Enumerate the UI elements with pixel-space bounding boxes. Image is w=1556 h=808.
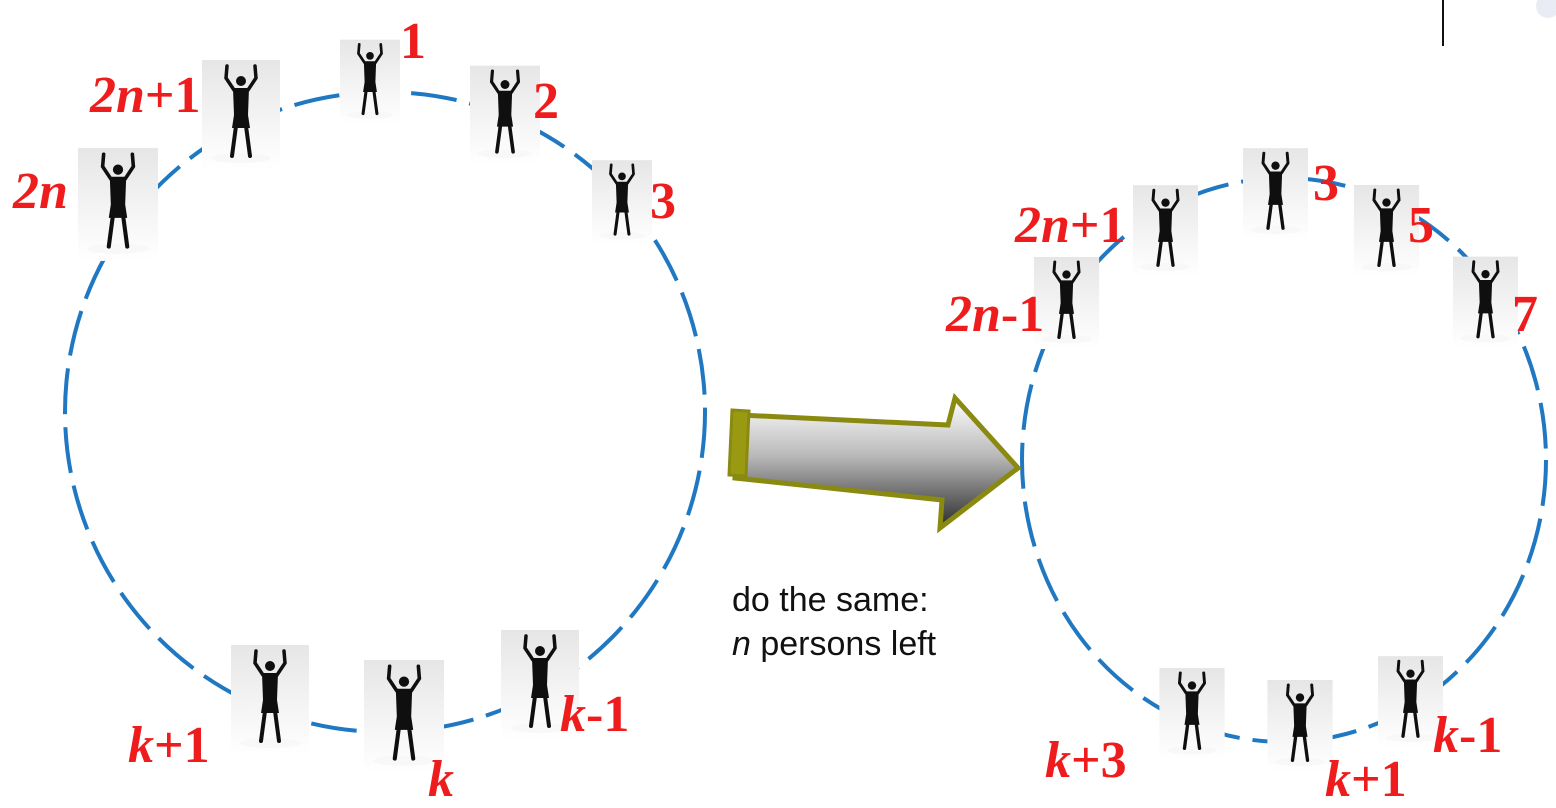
- label-right-k-plus-3: k+3: [1045, 732, 1127, 789]
- note-line-1: do the same:: [732, 581, 929, 619]
- person-right-7: [1453, 255, 1518, 350]
- person-right-2n-plus-1: [1133, 185, 1198, 277]
- label-right-k-minus-1: k-1: [1433, 707, 1502, 764]
- person-left-2: [470, 63, 540, 167]
- label-right-k-plus-1: k+1: [1325, 751, 1407, 808]
- transition-arrow: [727, 392, 1022, 534]
- person-right-k-plus-3: [1157, 668, 1227, 760]
- label-right-7: 7: [1512, 286, 1538, 343]
- label-left-k-minus-1: k-1: [560, 686, 629, 743]
- label-left-k-plus-1: k+1: [128, 717, 210, 774]
- note-line-2: n persons left: [732, 625, 937, 663]
- label-left-2n-plus-1: 2n+1: [89, 67, 201, 124]
- person-right-3: [1243, 148, 1308, 240]
- label-right-5: 5: [1408, 197, 1434, 254]
- label-left-3: 3: [650, 173, 676, 230]
- person-left-1: [340, 37, 400, 127]
- person-left-2n-plus-1: [202, 60, 280, 170]
- label-left-2n: 2n: [12, 163, 68, 220]
- label-left-1: 1: [400, 13, 426, 70]
- corner-dot: [1536, 0, 1556, 18]
- label-right-2n-plus-1: 2n+1: [1014, 197, 1126, 254]
- label-left-2: 2: [533, 73, 559, 130]
- label-left-k: k: [428, 751, 454, 808]
- person-left-3: [592, 160, 652, 245]
- person-left-k-plus-1: [231, 645, 309, 755]
- person-left-2n: [78, 148, 158, 261]
- label-right-2n-minus-1: 2n-1: [945, 286, 1044, 343]
- label-right-3: 3: [1313, 155, 1339, 212]
- person-right-k-plus-1: [1266, 680, 1334, 772]
